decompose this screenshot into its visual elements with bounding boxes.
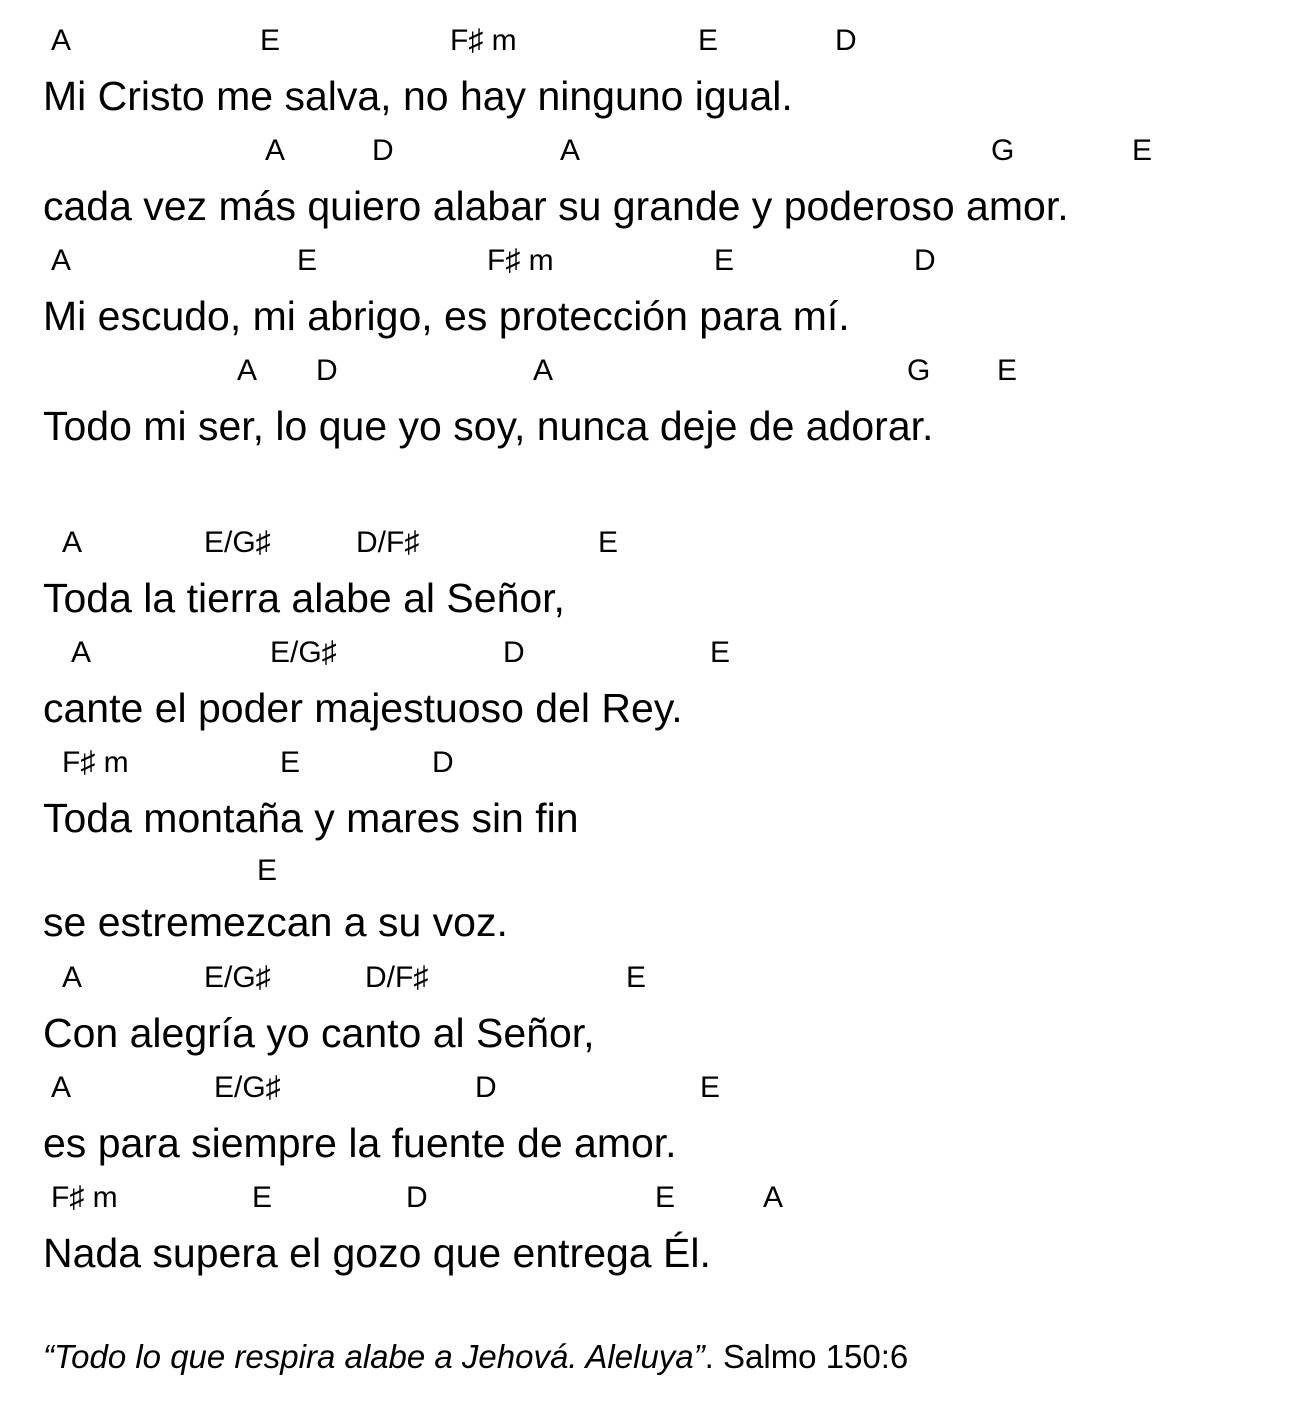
chord: E (252, 1181, 273, 1214)
lyric-line: Toda la tierra alabe al Señor, (43, 575, 565, 621)
quote-reference: . Salmo 150:6 (704, 1338, 909, 1375)
lyric-line: Mi Cristo me salva, no hay ninguno igual… (43, 73, 793, 119)
lyric-line: Todo mi ser, lo que yo soy, nunca deje d… (43, 403, 934, 449)
chord: A (533, 354, 554, 387)
chord: D/F♯ (356, 526, 420, 559)
chord: A (62, 961, 83, 994)
lyric-line: Con alegría yo canto al Señor, (43, 1010, 595, 1056)
chord: A (62, 526, 83, 559)
chord: E/G♯ (214, 1071, 281, 1104)
chord: D/F♯ (365, 961, 429, 994)
lyric-line: Toda montaña y mares sin fin (43, 795, 579, 841)
chord: D (372, 134, 394, 167)
chord: A (51, 24, 72, 57)
quote-text: “Todo lo que respira alabe a Jehová. Ale… (43, 1338, 705, 1375)
chord: F♯ m (51, 1181, 118, 1214)
chord: A (237, 354, 258, 387)
chord: D (406, 1181, 428, 1214)
chord: D (432, 746, 454, 779)
chord: A (71, 636, 92, 669)
chord: A (51, 1071, 72, 1104)
chord: E (1132, 134, 1153, 167)
chord: A (265, 134, 286, 167)
lyric-line: Nada supera el gozo que entrega Él. (43, 1230, 711, 1276)
chord: E (260, 24, 281, 57)
chord: A (763, 1181, 784, 1214)
chord: F♯ m (450, 24, 517, 57)
lyric-line: es para siempre la fuente de amor. (43, 1120, 677, 1166)
lyric-line: cada vez más quiero alabar su grande y p… (43, 183, 1069, 229)
chord: E (710, 636, 731, 669)
chord: E (700, 1071, 721, 1104)
chord: G (907, 354, 931, 387)
chord: D (475, 1071, 497, 1104)
chord: E (714, 244, 735, 277)
chord: E (280, 746, 301, 779)
chord: F♯ m (487, 244, 554, 277)
chord: E (598, 526, 619, 559)
chord: E (297, 244, 318, 277)
chord: D (316, 354, 338, 387)
chord: A (560, 134, 581, 167)
chord: E (698, 24, 719, 57)
chord: D (503, 636, 525, 669)
chord: E/G♯ (204, 526, 271, 559)
chord: E/G♯ (204, 961, 271, 994)
lyric-line: se estremezcan a su voz. (43, 899, 508, 945)
chord: E (655, 1181, 676, 1214)
chord: D (835, 24, 857, 57)
scripture-quote: “Todo lo que respira alabe a Jehová. Ale… (43, 1340, 908, 1373)
chord: D (914, 244, 936, 277)
chord: F♯ m (62, 746, 129, 779)
lyric-line: Mi escudo, mi abrigo, es protección para… (43, 293, 850, 339)
chord: E/G♯ (270, 636, 337, 669)
chord: A (51, 244, 72, 277)
lyric-line: cante el poder majestuoso del Rey. (43, 685, 683, 731)
chord: E (257, 854, 278, 887)
chord: G (991, 134, 1015, 167)
chord: E (997, 354, 1018, 387)
chord: E (626, 961, 647, 994)
